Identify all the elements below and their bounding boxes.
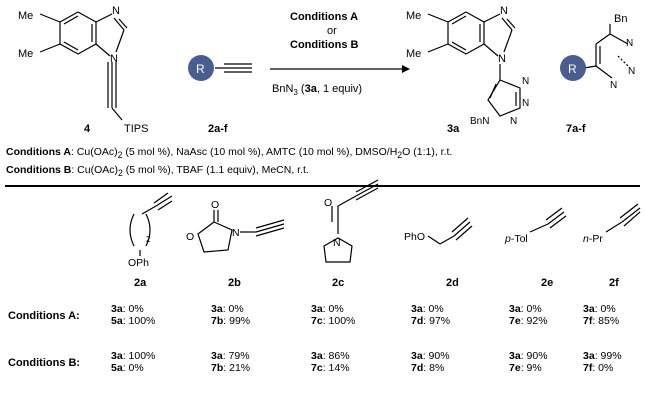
yield-cell-b-2a: 3a: 100%5a: 0% (111, 350, 156, 374)
r-group-label-product: R (568, 62, 577, 76)
substrate-2b-n: N (232, 227, 240, 239)
substrate-2b-carbonyl-o: O (211, 199, 219, 211)
arrow-conditions-a: Conditions A (290, 11, 358, 23)
substrate-2c-n: N (333, 237, 341, 249)
r-group-label-alkyne: R (196, 62, 205, 76)
product-7-label: 7a-f (566, 123, 586, 135)
substrate-2e-structure (529, 207, 567, 233)
yield-cell-b-2f: 3a: 99%7f: 0% (583, 350, 622, 374)
alkyne-label: 2a-f (208, 123, 228, 135)
yield-cell-b-2b: 3a: 79%7b: 21% (211, 350, 251, 374)
product-3a-triazole-n1: N (522, 76, 529, 87)
alkyne-2-structure (215, 63, 252, 73)
row-head-conditions-a: Conditions A: (8, 310, 80, 322)
arrow-reagent: BnN3 (3a, 1 equiv) (272, 83, 362, 97)
arrow-conditions-b: Conditions B (290, 39, 358, 51)
r-group-bubble-product (560, 55, 586, 81)
substrate-2c-o: O (324, 197, 332, 209)
product-3a-methyl-1: Me (406, 10, 421, 22)
substrate-2c-structure (323, 179, 379, 263)
yield-cell-a-2e: 3a: 0%7e: 92% (509, 303, 548, 327)
arrow-or: or (327, 25, 337, 37)
substrate-2a-oph: OPh (128, 257, 149, 269)
substrate-2b-label: 2b (228, 277, 241, 289)
yield-cell-a-2a: 3a: 0%5a: 100% (111, 303, 156, 327)
substrate-2a-label: 2a (134, 277, 147, 289)
substrate-2d-pho: PhO (404, 231, 425, 243)
compound-4-structure (39, 11, 128, 121)
substrate-2d-structure (427, 217, 473, 245)
conditions-b-line: Conditions B: Cu(OAc)2 (5 mol %), TBAF (… (6, 164, 309, 179)
compound-4-silyl: TIPS (124, 123, 148, 135)
compound-4-methyl-1: Me (18, 10, 33, 22)
product-7-n3: N (610, 80, 617, 91)
compound-4-n-ring: N (110, 53, 118, 65)
compound-4-label: 4 (84, 123, 91, 135)
product-7-n1: N (626, 38, 633, 49)
yield-cell-a-2f: 3a: 0%7f: 85% (583, 303, 620, 327)
product-3a-bn: BnN (470, 116, 489, 127)
substrate-2a-subscript: 2 (146, 235, 151, 244)
yield-cell-a-2d: 3a: 0%7d: 97% (411, 303, 451, 327)
yield-cell-b-2e: 3a: 90%7e: 9% (509, 350, 548, 374)
substrate-2c-label: 2c (332, 277, 344, 289)
yield-cell-a-2c: 3a: 0%7c: 100% (311, 303, 356, 327)
row-head-conditions-b: Conditions B: (8, 357, 81, 369)
product-3a-triazole-n2: N (522, 98, 529, 109)
substrate-2b-structure (197, 210, 285, 253)
product-7-n2: N (628, 66, 635, 77)
yield-cell-b-2c: 3a: 86%7c: 14% (311, 350, 350, 374)
conditions-a-line: Conditions A: Cu(OAc)2 (5 mol %), NaAsc … (6, 146, 453, 161)
product-3a-n-top: N (500, 5, 508, 17)
compound-4-n-top: N (112, 5, 120, 17)
yield-cell-b-2d: 3a: 90%7d: 8% (411, 350, 450, 374)
substrate-2f-pr: n-Pr (583, 233, 603, 245)
yield-cell-a-2b: 3a: 0%7b: 99% (211, 303, 251, 327)
arrowhead (402, 65, 410, 73)
substrate-2e-label: 2e (541, 277, 553, 289)
substrate-2f-structure (605, 203, 641, 233)
product-3a-n-ring: N (498, 53, 506, 65)
product-3a-structure (427, 11, 521, 117)
substrate-2e-tol: p-Tol (504, 233, 528, 245)
product-7-structure (583, 24, 629, 79)
product-3a-methyl-2: Me (406, 48, 421, 60)
substrate-2d-label: 2d (446, 277, 459, 289)
compound-4-methyl-2: Me (18, 48, 33, 60)
product-3a-label: 3a (447, 123, 460, 135)
substrate-2f-label: 2f (609, 277, 619, 289)
substrate-2a-structure (129, 192, 173, 256)
product-7-bn: Bn (614, 13, 627, 25)
product-3a-triazole-n3: N (510, 116, 517, 127)
substrate-2b-ring-o: O (186, 231, 194, 243)
r-group-bubble-alkyne (188, 55, 214, 81)
